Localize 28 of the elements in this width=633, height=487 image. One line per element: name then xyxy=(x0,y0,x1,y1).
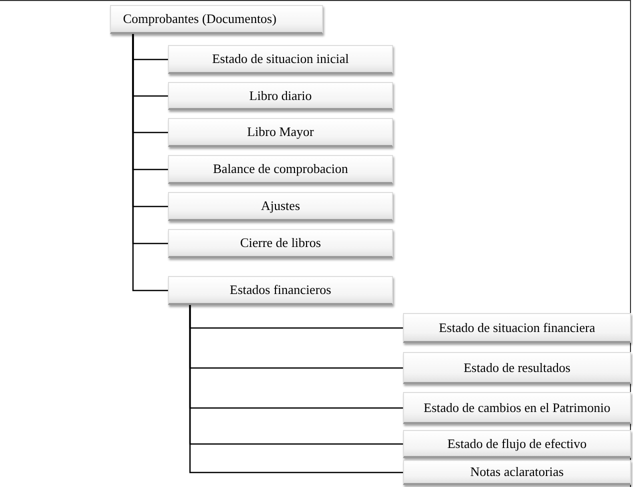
process-box xyxy=(168,45,393,74)
process-box xyxy=(403,313,631,343)
box-label: Estado de situacion inicial xyxy=(212,51,349,67)
process-box xyxy=(168,192,393,221)
process-box xyxy=(403,460,631,485)
box-label: Estado de situacion financiera xyxy=(438,320,596,336)
box-label: Libro Mayor xyxy=(247,124,314,140)
box-label: Estado de flujo de efectivo xyxy=(447,436,587,452)
box-label: Balance de comprobacion xyxy=(213,161,348,177)
connector-line xyxy=(189,305,403,474)
box-label: Ajustes xyxy=(261,198,300,214)
process-box xyxy=(110,5,323,34)
process-box xyxy=(168,155,393,184)
box-label: Estado de resultados xyxy=(464,360,570,376)
process-box xyxy=(168,276,393,305)
box-label: Cierre de libros xyxy=(240,235,321,251)
process-box xyxy=(403,392,631,424)
connector-line xyxy=(132,34,168,292)
box-label: Estado de cambios en el Patrimonio xyxy=(424,400,610,416)
box-label: Libro diario xyxy=(249,88,312,104)
box-label: Comprobantes (Documentos) xyxy=(123,11,276,27)
process-box xyxy=(403,352,631,384)
process-box xyxy=(168,82,393,110)
box-label: Estados financieros xyxy=(230,282,332,298)
box-label: Notas aclaratorias xyxy=(470,464,564,480)
process-box xyxy=(168,229,393,258)
process-box xyxy=(168,118,393,147)
process-box xyxy=(403,430,631,458)
